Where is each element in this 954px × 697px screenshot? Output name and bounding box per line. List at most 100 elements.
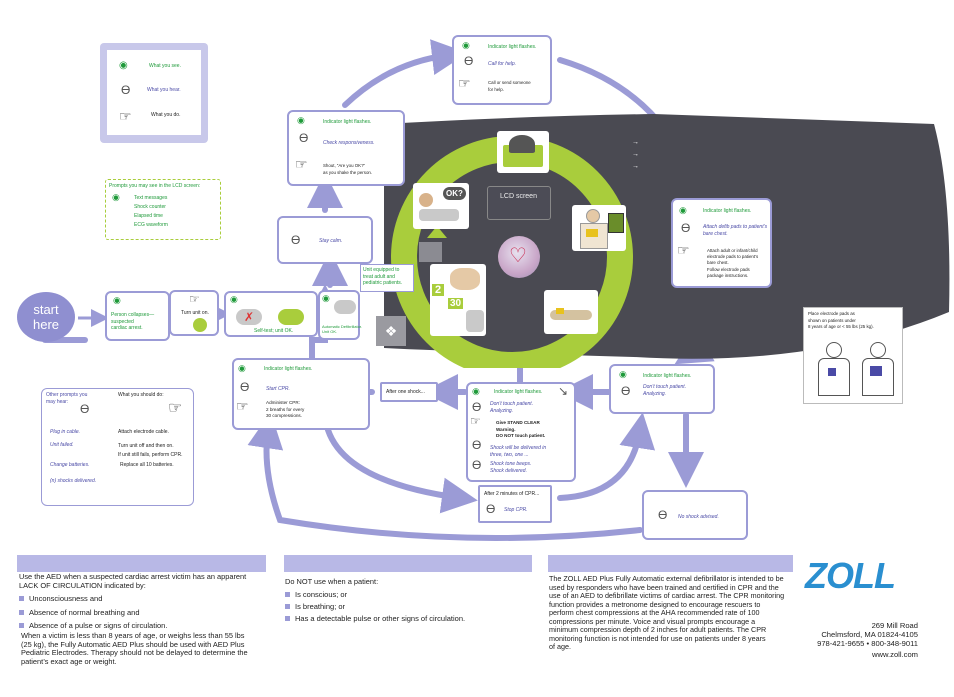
shock-see: Indicator light flashes. xyxy=(494,389,543,395)
step-collapse: ◉ Person collapses— suspected cardiac ar… xyxy=(105,291,170,341)
step-equipped: Unit equipped to treat adult and pediatr… xyxy=(360,264,414,292)
pad-note-text: Place electrode pads as shown on patient… xyxy=(808,311,874,329)
stop-cpr-head: After 2 minutes of CPR... xyxy=(484,491,540,497)
ear-icon: ϴ xyxy=(299,131,309,145)
stay-calm-text: Stay calm. xyxy=(319,238,343,244)
brand-address: 269 Mill Road Chelmsford, MA 01824-4105 … xyxy=(817,621,918,660)
hand-icon: ☞ xyxy=(189,292,200,306)
legend-card: ◉ What you see. ϴ What you hear. ☞ What … xyxy=(107,50,201,135)
contra-header xyxy=(284,555,532,572)
hand-icon: ☞ xyxy=(458,75,471,91)
hand-icon: ☞ xyxy=(168,400,183,417)
help-do: Call or send someone for help. xyxy=(488,80,531,92)
eye-icon: ◉ xyxy=(119,60,128,71)
equipped-text: Unit equipped to treat adult and pediatr… xyxy=(363,267,403,286)
contra-bullet: Is conscious; or xyxy=(285,590,347,599)
legend-hear: What you hear. xyxy=(147,87,181,93)
num-2: 2 xyxy=(432,284,445,296)
zoll-logo: ZOLL xyxy=(805,555,896,596)
lcd-prompts-box: Prompts you may see in the LCD screen: ◉… xyxy=(105,179,221,240)
num-30: 30 xyxy=(448,298,464,309)
hand-icon: ☞ xyxy=(677,242,690,258)
start-line1: start xyxy=(33,302,59,317)
step-dont-touch: ◉ Indicator light flashes. ϴ Don’t touch… xyxy=(609,364,715,414)
intended-header xyxy=(548,555,793,572)
pads-see: Indicator light flashes. xyxy=(703,208,752,214)
selftest-text: Self-test; unit OK. xyxy=(254,328,294,334)
check-see: Indicator light flashes. xyxy=(323,119,372,125)
automatic-text: Automatic Defibrillator. Unit OK. xyxy=(322,324,363,334)
ear-icon: ϴ xyxy=(464,54,474,68)
contra-bullet: Has a detectable pulse or other signs of… xyxy=(285,614,465,623)
power-button-icon xyxy=(193,318,207,332)
other-row-do: Turn unit off and then on. If unit still… xyxy=(118,443,183,458)
step-start-cpr: ◉ Indicator light flashes. ϴ Start CPR. … xyxy=(232,358,370,430)
hand-icon: ☞ xyxy=(236,398,249,414)
ear-icon: ϴ xyxy=(240,380,250,394)
eye-icon: ◉ xyxy=(619,369,627,379)
step-shock: ◉ Indicator light flashes. ↘ ϴ Don’t tou… xyxy=(466,382,576,482)
eye-icon: ◉ xyxy=(322,293,330,303)
cpr-do: Administer CPR: 2 breaths for every 30 c… xyxy=(266,400,305,418)
ear-icon: ϴ xyxy=(472,400,482,414)
no-shock-text: No shock advised. xyxy=(678,514,719,520)
pads-hear: Attach defib pads to patient’s bare ches… xyxy=(703,224,768,237)
ear-icon: ϴ xyxy=(121,83,131,97)
indications-bullet: Absence of a pulse or signs of circulati… xyxy=(19,621,167,630)
other-row-do: Attach electrode cable. xyxy=(118,429,169,435)
dont-touch-see: Indicator light flashes. xyxy=(643,373,692,379)
cpr-hear: Start CPR. xyxy=(266,386,290,392)
eye-icon: ◉ xyxy=(112,192,120,202)
eye-icon: ◉ xyxy=(297,115,305,125)
ear-icon: ϴ xyxy=(658,508,668,522)
child-back-figure xyxy=(860,342,894,396)
eye-icon: ◉ xyxy=(679,205,687,215)
step-photo-analyze xyxy=(544,290,598,334)
ok-badge: OK? xyxy=(443,187,466,200)
address-line: 269 Mill Road xyxy=(871,621,918,630)
heart-button[interactable]: ♡ xyxy=(498,236,540,278)
selftest-fail-icon: ✗ xyxy=(236,309,262,325)
indications-intro: Use the AED when a suspected cardiac arr… xyxy=(19,572,247,590)
start-here-badge[interactable]: start here xyxy=(17,292,75,342)
help-hear: Call for help. xyxy=(488,61,517,67)
contra-bullet: Is breathing; or xyxy=(285,602,345,611)
cpr-see: Indicator light flashes. xyxy=(264,366,313,372)
help-see: Indicator light flashes. xyxy=(488,44,537,50)
stop-cpr-hear: Stop CPR. xyxy=(504,507,528,513)
hand-icon: ☞ xyxy=(470,414,481,428)
shock-hear2: Shock will be delivered in three, two, o… xyxy=(490,445,547,458)
ear-icon: ϴ xyxy=(472,458,482,472)
prompt-item: Shock counter xyxy=(134,204,166,210)
step-automatic: ◉ Automatic Defibrillator. Unit OK. xyxy=(318,290,363,340)
shock-hear3: Shock tone beeps. Shock delivered. xyxy=(490,461,532,474)
eye-icon: ◉ xyxy=(230,294,238,304)
eye-icon: ◉ xyxy=(113,295,121,305)
shock-bolt-icon: ↘ xyxy=(558,384,569,398)
pediatric-switch-icon: ❖ xyxy=(376,316,406,346)
pediatric-pad-note: Place electrode pads as shown on patient… xyxy=(803,307,903,404)
shock-hear1: Don’t touch patient. Analyzing. xyxy=(490,401,534,414)
lcd-label: LCD screen xyxy=(500,193,537,200)
collapse-text: Person collapses— suspected cardiac arre… xyxy=(111,312,155,331)
city-line: Chelmsford, MA 01824-4105 xyxy=(821,629,918,639)
step-selftest: ◉ ✗ Self-test; unit OK. xyxy=(224,291,318,337)
other-row-hear: (n) shocks delivered. xyxy=(50,478,97,484)
step-attach-pads: ◉ Indicator light flashes. ϴ Attach defi… xyxy=(671,198,772,288)
eye-icon: ◉ xyxy=(472,386,480,396)
contra-intro: Do NOT use when a patient: xyxy=(285,577,379,586)
eye-icon: ◉ xyxy=(462,40,470,50)
after-one-shock: After one shock... xyxy=(380,382,438,402)
ear-icon: ϴ xyxy=(681,221,691,235)
web-link[interactable]: www.zoll.com xyxy=(872,650,918,660)
indications-bullet: Unconsciousness and xyxy=(19,594,102,603)
child-front-figure xyxy=(816,342,850,396)
step-photo-cpr: 2 30 xyxy=(430,264,486,336)
prompts-title: Prompts you may see in the LCD screen: xyxy=(109,183,201,189)
up-arrow-icon xyxy=(427,226,447,238)
selftest-ok-icon xyxy=(278,309,304,325)
turn-on-text: Turn unit on. xyxy=(181,310,209,316)
prompt-item: Elapsed time xyxy=(134,213,163,219)
other-row-hear: Change batteries. xyxy=(50,462,90,468)
other-prompts-table: Other prompts you may hear: What you sho… xyxy=(41,388,194,506)
